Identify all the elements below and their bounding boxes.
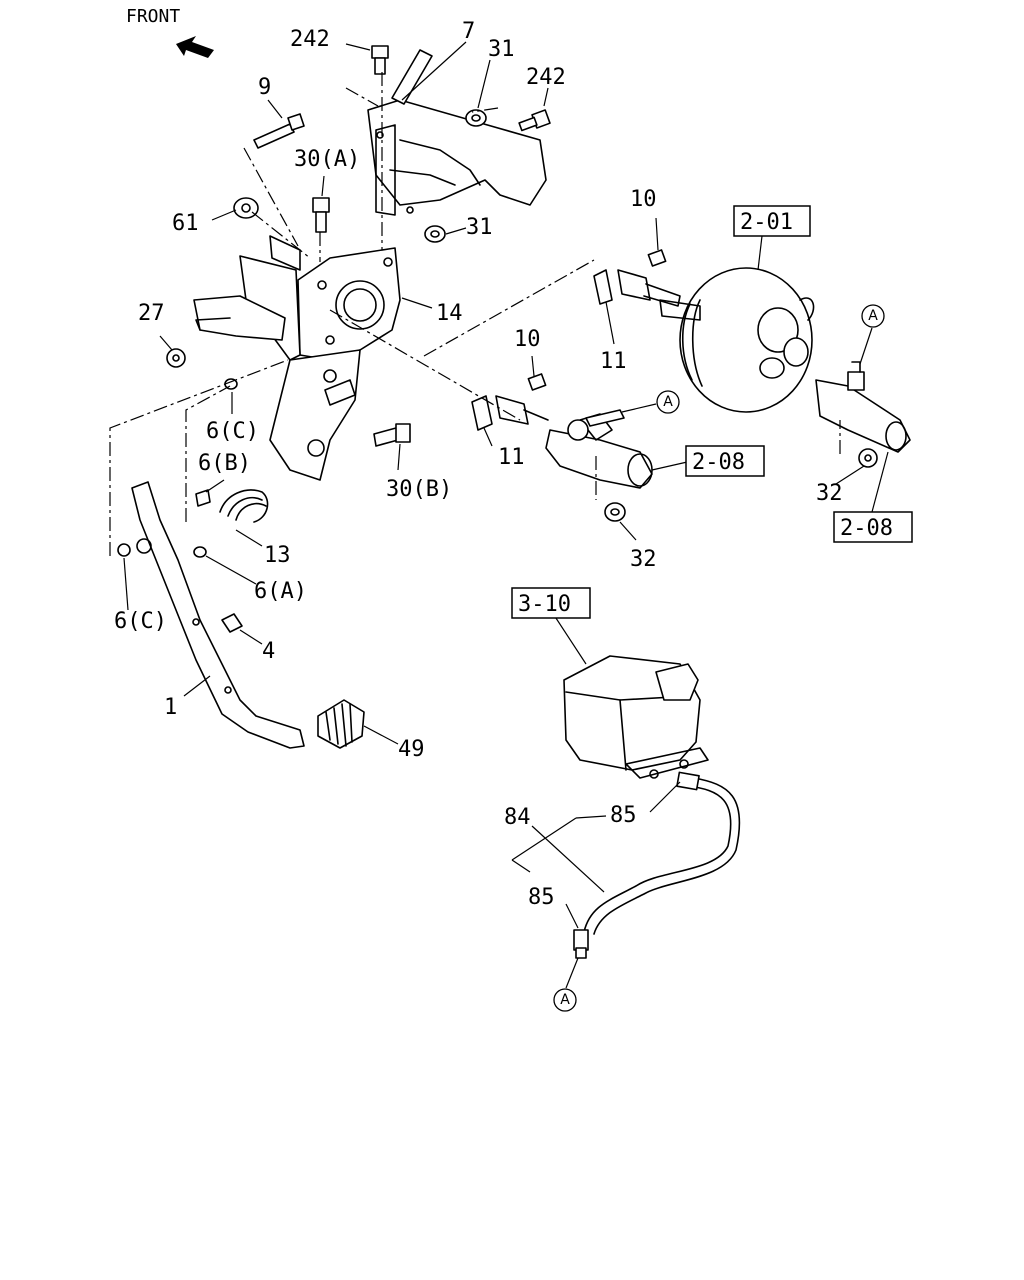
callout-31-top: 31 — [488, 37, 515, 62]
callout-9: 9 — [258, 75, 271, 100]
connector-mark-a-mid: A — [656, 390, 680, 414]
bolt-9 — [253, 113, 305, 149]
svg-text:A: A — [560, 992, 570, 1008]
ref-box-3-10-label: 3-10 — [518, 592, 571, 617]
callout-49: 49 — [398, 737, 425, 762]
callout-61: 61 — [172, 211, 199, 236]
bushing-6a — [193, 546, 207, 558]
switch-10-11-lower — [471, 373, 549, 431]
callout-6a: 6(A) — [254, 579, 307, 604]
bolt-30a — [312, 197, 330, 233]
connector-mark-a-right: A — [861, 304, 885, 328]
nut-32-right — [858, 448, 878, 468]
callout-84: 84 — [504, 805, 531, 830]
master-cylinder-lower — [545, 409, 653, 489]
callout-31-lower: 31 — [466, 215, 493, 240]
callout-13: 13 — [264, 543, 291, 568]
return-spring-13 — [219, 489, 269, 523]
nut-31-top — [465, 109, 487, 127]
callout-30b: 30(B) — [386, 477, 452, 502]
nut-32-lower — [604, 502, 626, 522]
brake-pedal-arm — [131, 481, 305, 749]
callout-85-upper: 85 — [610, 803, 637, 828]
svg-text:A: A — [868, 308, 878, 324]
leader-lines — [123, 41, 889, 989]
switch-10-11-upper — [593, 249, 681, 307]
bushing-6c-left — [117, 543, 131, 557]
brake-booster — [659, 267, 815, 413]
clip-4 — [221, 613, 243, 633]
callout-4: 4 — [262, 639, 275, 664]
upper-bracket — [367, 49, 547, 216]
dash-lines — [109, 72, 841, 556]
callout-27: 27 — [138, 301, 165, 326]
front-label: FRONT — [126, 6, 180, 27]
callout-14: 14 — [436, 301, 463, 326]
ref-box-2-08-right: 2-08 — [833, 511, 913, 543]
washer-61 — [233, 197, 259, 219]
ref-box-2-08-right-label: 2-08 — [840, 516, 893, 541]
bolt-242-top — [371, 45, 389, 75]
callout-32-right: 32 — [816, 481, 843, 506]
nut-27 — [166, 348, 186, 368]
callout-6c-left: 6(C) — [114, 609, 167, 634]
front-arrow-icon — [176, 36, 214, 58]
pedal-bracket-assembly — [193, 235, 401, 481]
ref-box-3-10: 3-10 — [511, 587, 591, 619]
callout-85-lower: 85 — [528, 885, 555, 910]
master-cylinder-right — [815, 361, 911, 453]
ref-box-2-08-mid-label: 2-08 — [692, 450, 745, 475]
callout-242-top: 242 — [290, 27, 330, 52]
callout-11-upper: 11 — [600, 349, 627, 374]
callout-11-lower: 11 — [498, 445, 525, 470]
callout-32-lower: 32 — [630, 547, 657, 572]
bushing-6b — [195, 489, 211, 507]
callout-30a: 30(A) — [294, 147, 360, 172]
pedal-pad-49 — [317, 699, 365, 749]
fluid-reservoir — [563, 655, 709, 779]
connector-mark-a-bottom: A — [553, 988, 577, 1012]
bolt-30b — [373, 423, 411, 447]
svg-text:A: A — [663, 394, 673, 410]
ref-box-2-01-label: 2-01 — [740, 210, 793, 235]
ref-box-2-01: 2-01 — [733, 205, 811, 237]
callout-10-upper: 10 — [630, 187, 657, 212]
callout-242-right: 242 — [526, 65, 566, 90]
bolt-242-right — [518, 109, 551, 132]
callout-1: 1 — [164, 695, 177, 720]
nut-31-lower — [424, 225, 446, 243]
callout-6b: 6(B) — [198, 451, 251, 476]
ref-box-2-08-mid: 2-08 — [685, 445, 765, 477]
callout-10-lower: 10 — [514, 327, 541, 352]
callout-6c-top: 6(C) — [206, 419, 259, 444]
callout-labels: 242 7 31 242 9 30(A) 61 31 14 27 10 11 1… — [114, 19, 843, 910]
callout-7: 7 — [462, 19, 475, 44]
reservoir-hose — [573, 771, 741, 959]
